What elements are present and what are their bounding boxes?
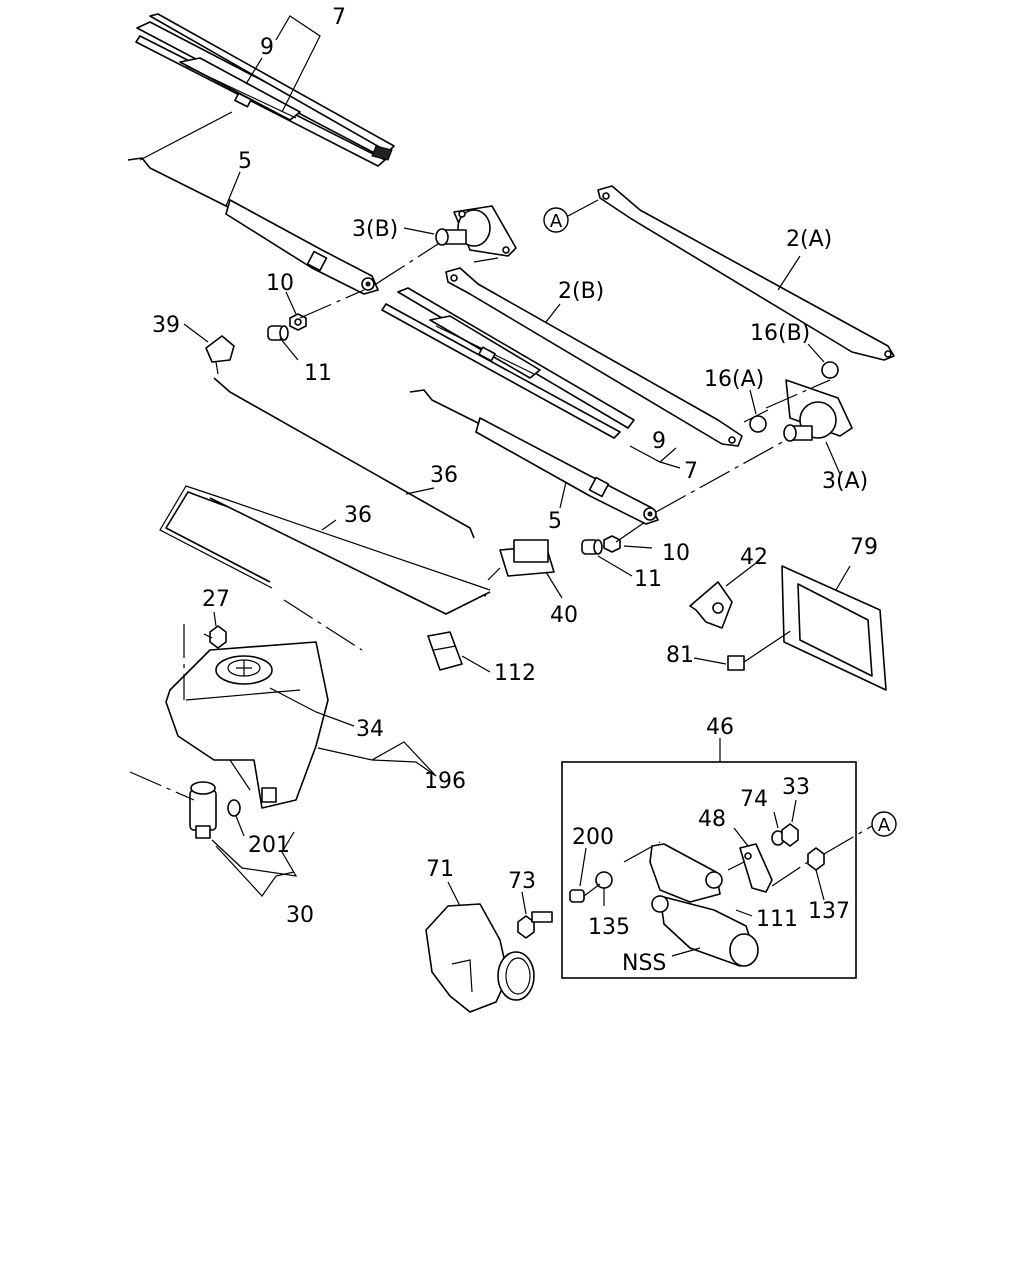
label-10-lower: 10 (662, 541, 690, 566)
screw-81 (727, 649, 763, 671)
nut-33 (781, 823, 799, 847)
label-27: 27 (202, 587, 230, 612)
label-3b: 3(B) (352, 217, 398, 242)
label-196: 196 (424, 769, 466, 794)
wiper-arm-upper (127, 157, 379, 295)
hose-connector-40 (487, 539, 555, 581)
label-7-lower: 7 (684, 459, 698, 484)
bushing-16b (821, 361, 839, 379)
label-nss: NSS (622, 951, 666, 976)
label-46: 46 (706, 715, 734, 740)
label-2b: 2(B) (558, 279, 604, 304)
label-5-lower: 5 (548, 509, 562, 534)
motor-cover-71 (425, 903, 535, 1013)
leader-blade-arm-upper (139, 111, 233, 161)
label-74: 74 (740, 787, 768, 812)
bolt-27 (203, 625, 227, 649)
nut-137 (807, 847, 825, 871)
label-33: 33 (782, 775, 810, 800)
bolt-73 (517, 911, 553, 939)
wiper-motor-nss (649, 843, 759, 967)
label-11-upper: 11 (304, 361, 332, 386)
motor-kit-box-46 (561, 761, 857, 979)
label-79: 79 (850, 535, 878, 560)
alignment-lines (129, 243, 873, 897)
label-16b: 16(B) (750, 321, 810, 346)
ref-circle-a-top: A (543, 199, 599, 233)
wiper-pivot-a (783, 379, 853, 442)
label-201: 201 (248, 833, 290, 858)
cap-11-upper (267, 325, 289, 341)
label-42: 42 (740, 545, 768, 570)
wiper-arm-lower (409, 389, 659, 525)
bracket-48 (739, 843, 773, 893)
label-112: 112 (494, 661, 536, 686)
label-40: 40 (550, 603, 578, 628)
label-81: 81 (666, 643, 694, 668)
washer-reservoir-196 (165, 641, 329, 809)
linkage-rod-2b (445, 267, 743, 447)
nut-10-upper (289, 313, 307, 331)
label-36-lower: 36 (344, 503, 372, 528)
grommet-201 (227, 799, 241, 817)
leader-lines (183, 15, 851, 957)
part-labels: 7 9 5 3(B) 10 11 39 2(A) 2(B) 16(B) 16(A… (152, 5, 878, 976)
washer-hose-36 (159, 485, 491, 615)
wiper-pivot-b (435, 205, 517, 257)
label-5-upper: 5 (238, 149, 252, 174)
label-30: 30 (286, 903, 314, 928)
ref-circle-a-bottom: A (871, 811, 897, 837)
washer-pump-30 (189, 781, 217, 839)
gasket-79 (781, 565, 887, 691)
svg-text:A: A (878, 815, 891, 836)
label-48: 48 (698, 807, 726, 832)
label-2a: 2(A) (786, 227, 832, 252)
label-9-lower: 9 (652, 429, 666, 454)
label-111: 111 (756, 907, 798, 932)
label-36-upper: 36 (430, 463, 458, 488)
linkage-rod-2a (597, 185, 895, 361)
wiper-blade-lower (381, 287, 635, 439)
bushing-16a (749, 415, 767, 433)
wiper-blade-upper (135, 13, 395, 167)
clip-112 (427, 631, 463, 671)
label-137: 137 (808, 899, 850, 924)
label-10-upper: 10 (266, 271, 294, 296)
spacer-200 (569, 889, 585, 903)
label-11-lower: 11 (634, 567, 662, 592)
clip-42 (689, 581, 733, 629)
label-3a: 3(A) (822, 469, 868, 494)
cap-11-lower (581, 539, 603, 555)
label-73: 73 (508, 869, 536, 894)
label-34: 34 (356, 717, 384, 742)
label-7-upper: 7 (332, 5, 346, 30)
label-71: 71 (426, 857, 454, 882)
label-39: 39 (152, 313, 180, 338)
label-200: 200 (572, 825, 614, 850)
washer-nozzle-39 (205, 335, 475, 539)
nut-10-lower (603, 535, 621, 553)
label-16a: 16(A) (704, 367, 764, 392)
label-9-upper: 9 (260, 35, 274, 60)
label-135: 135 (588, 915, 630, 940)
svg-text:A: A (550, 211, 563, 232)
